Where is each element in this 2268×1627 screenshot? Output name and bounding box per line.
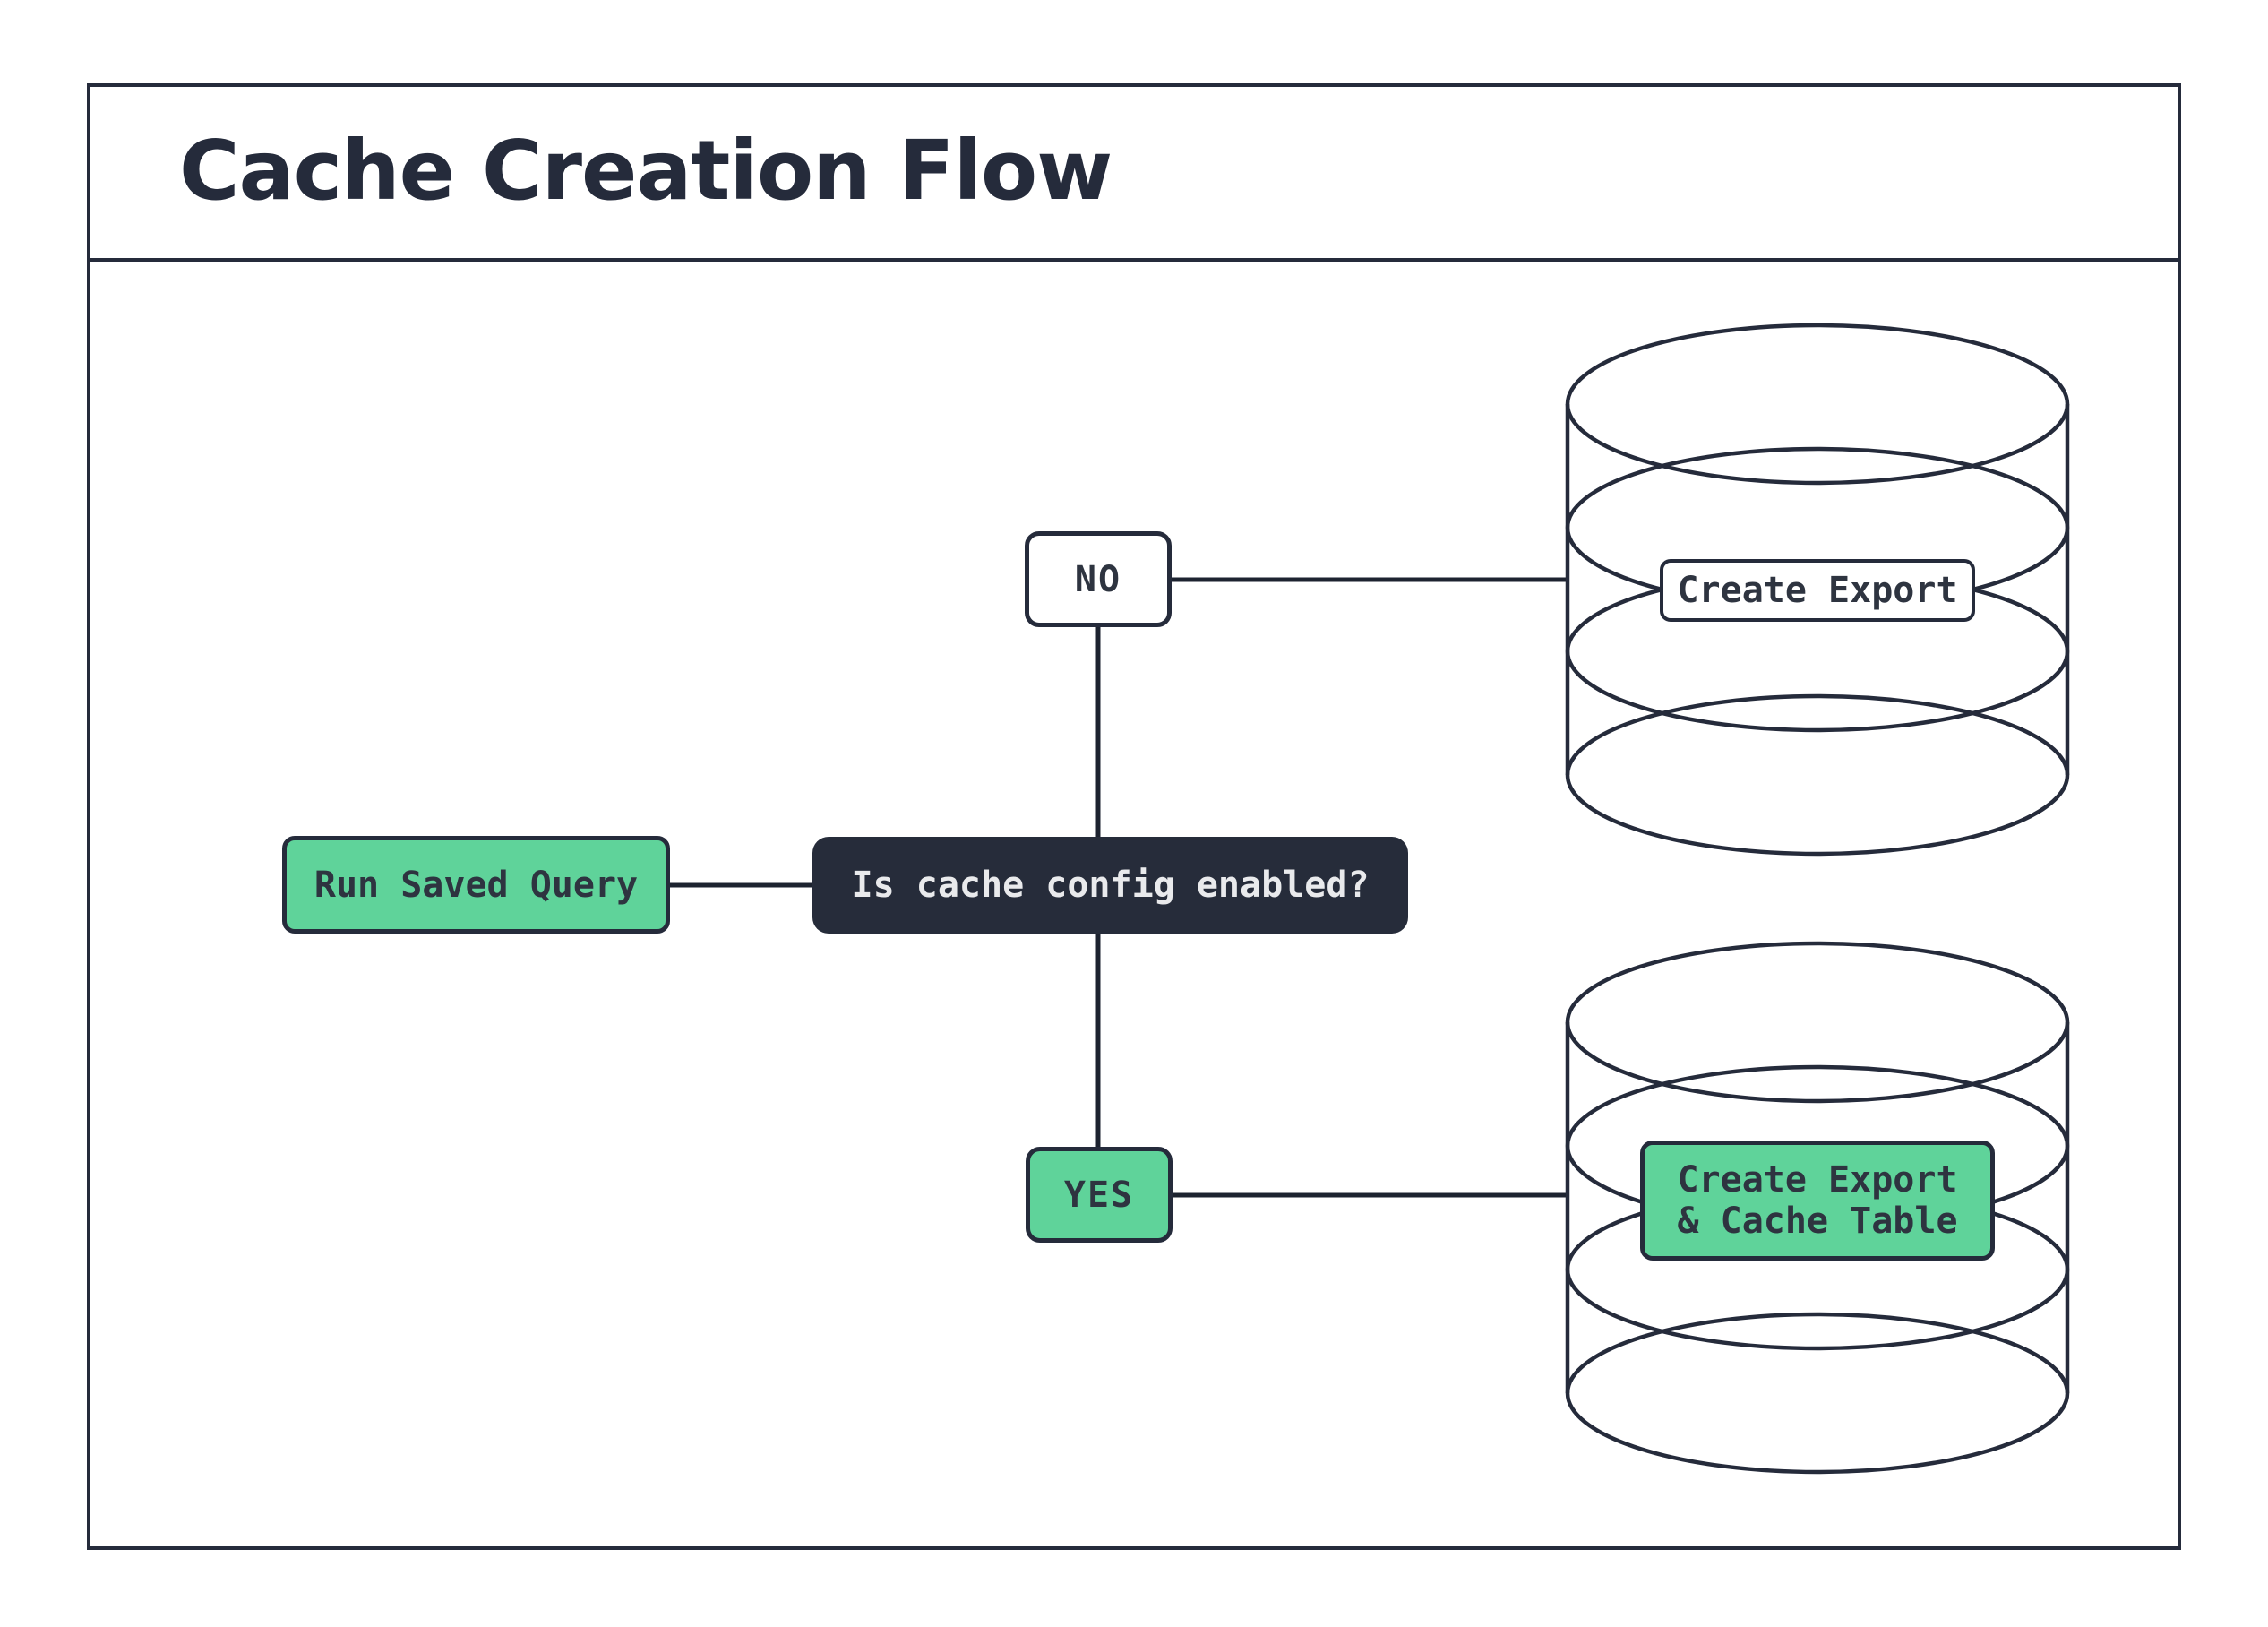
node-cache-config-question: Is cache config enabled? (812, 837, 1408, 934)
page-title: Cache Creation Flow (179, 123, 1113, 219)
node-branch-no: NO (1025, 531, 1172, 627)
node-run-saved-query-label: Run Saved Query (314, 864, 639, 906)
node-run-saved-query: Run Saved Query (282, 836, 670, 934)
flow-connectors (670, 577, 1568, 1198)
node-create-export-cache-table-line2: & Cache Table (1677, 1201, 1958, 1242)
title-bar: Cache Creation Flow (87, 83, 2181, 262)
diagram-frame (87, 83, 2181, 1550)
node-branch-yes: YES (1026, 1147, 1173, 1243)
node-branch-no-label: NO (1074, 558, 1122, 600)
node-create-export-cache-table: Create Export & Cache Table (1640, 1141, 1995, 1261)
node-cache-config-question-label: Is cache config enabled? (851, 865, 1370, 906)
node-create-export-label: Create Export (1677, 570, 1958, 611)
node-branch-yes-label: YES (1063, 1174, 1135, 1216)
node-create-export: Create Export (1660, 559, 1975, 622)
node-create-export-cache-table-line1: Create Export (1677, 1159, 1958, 1201)
